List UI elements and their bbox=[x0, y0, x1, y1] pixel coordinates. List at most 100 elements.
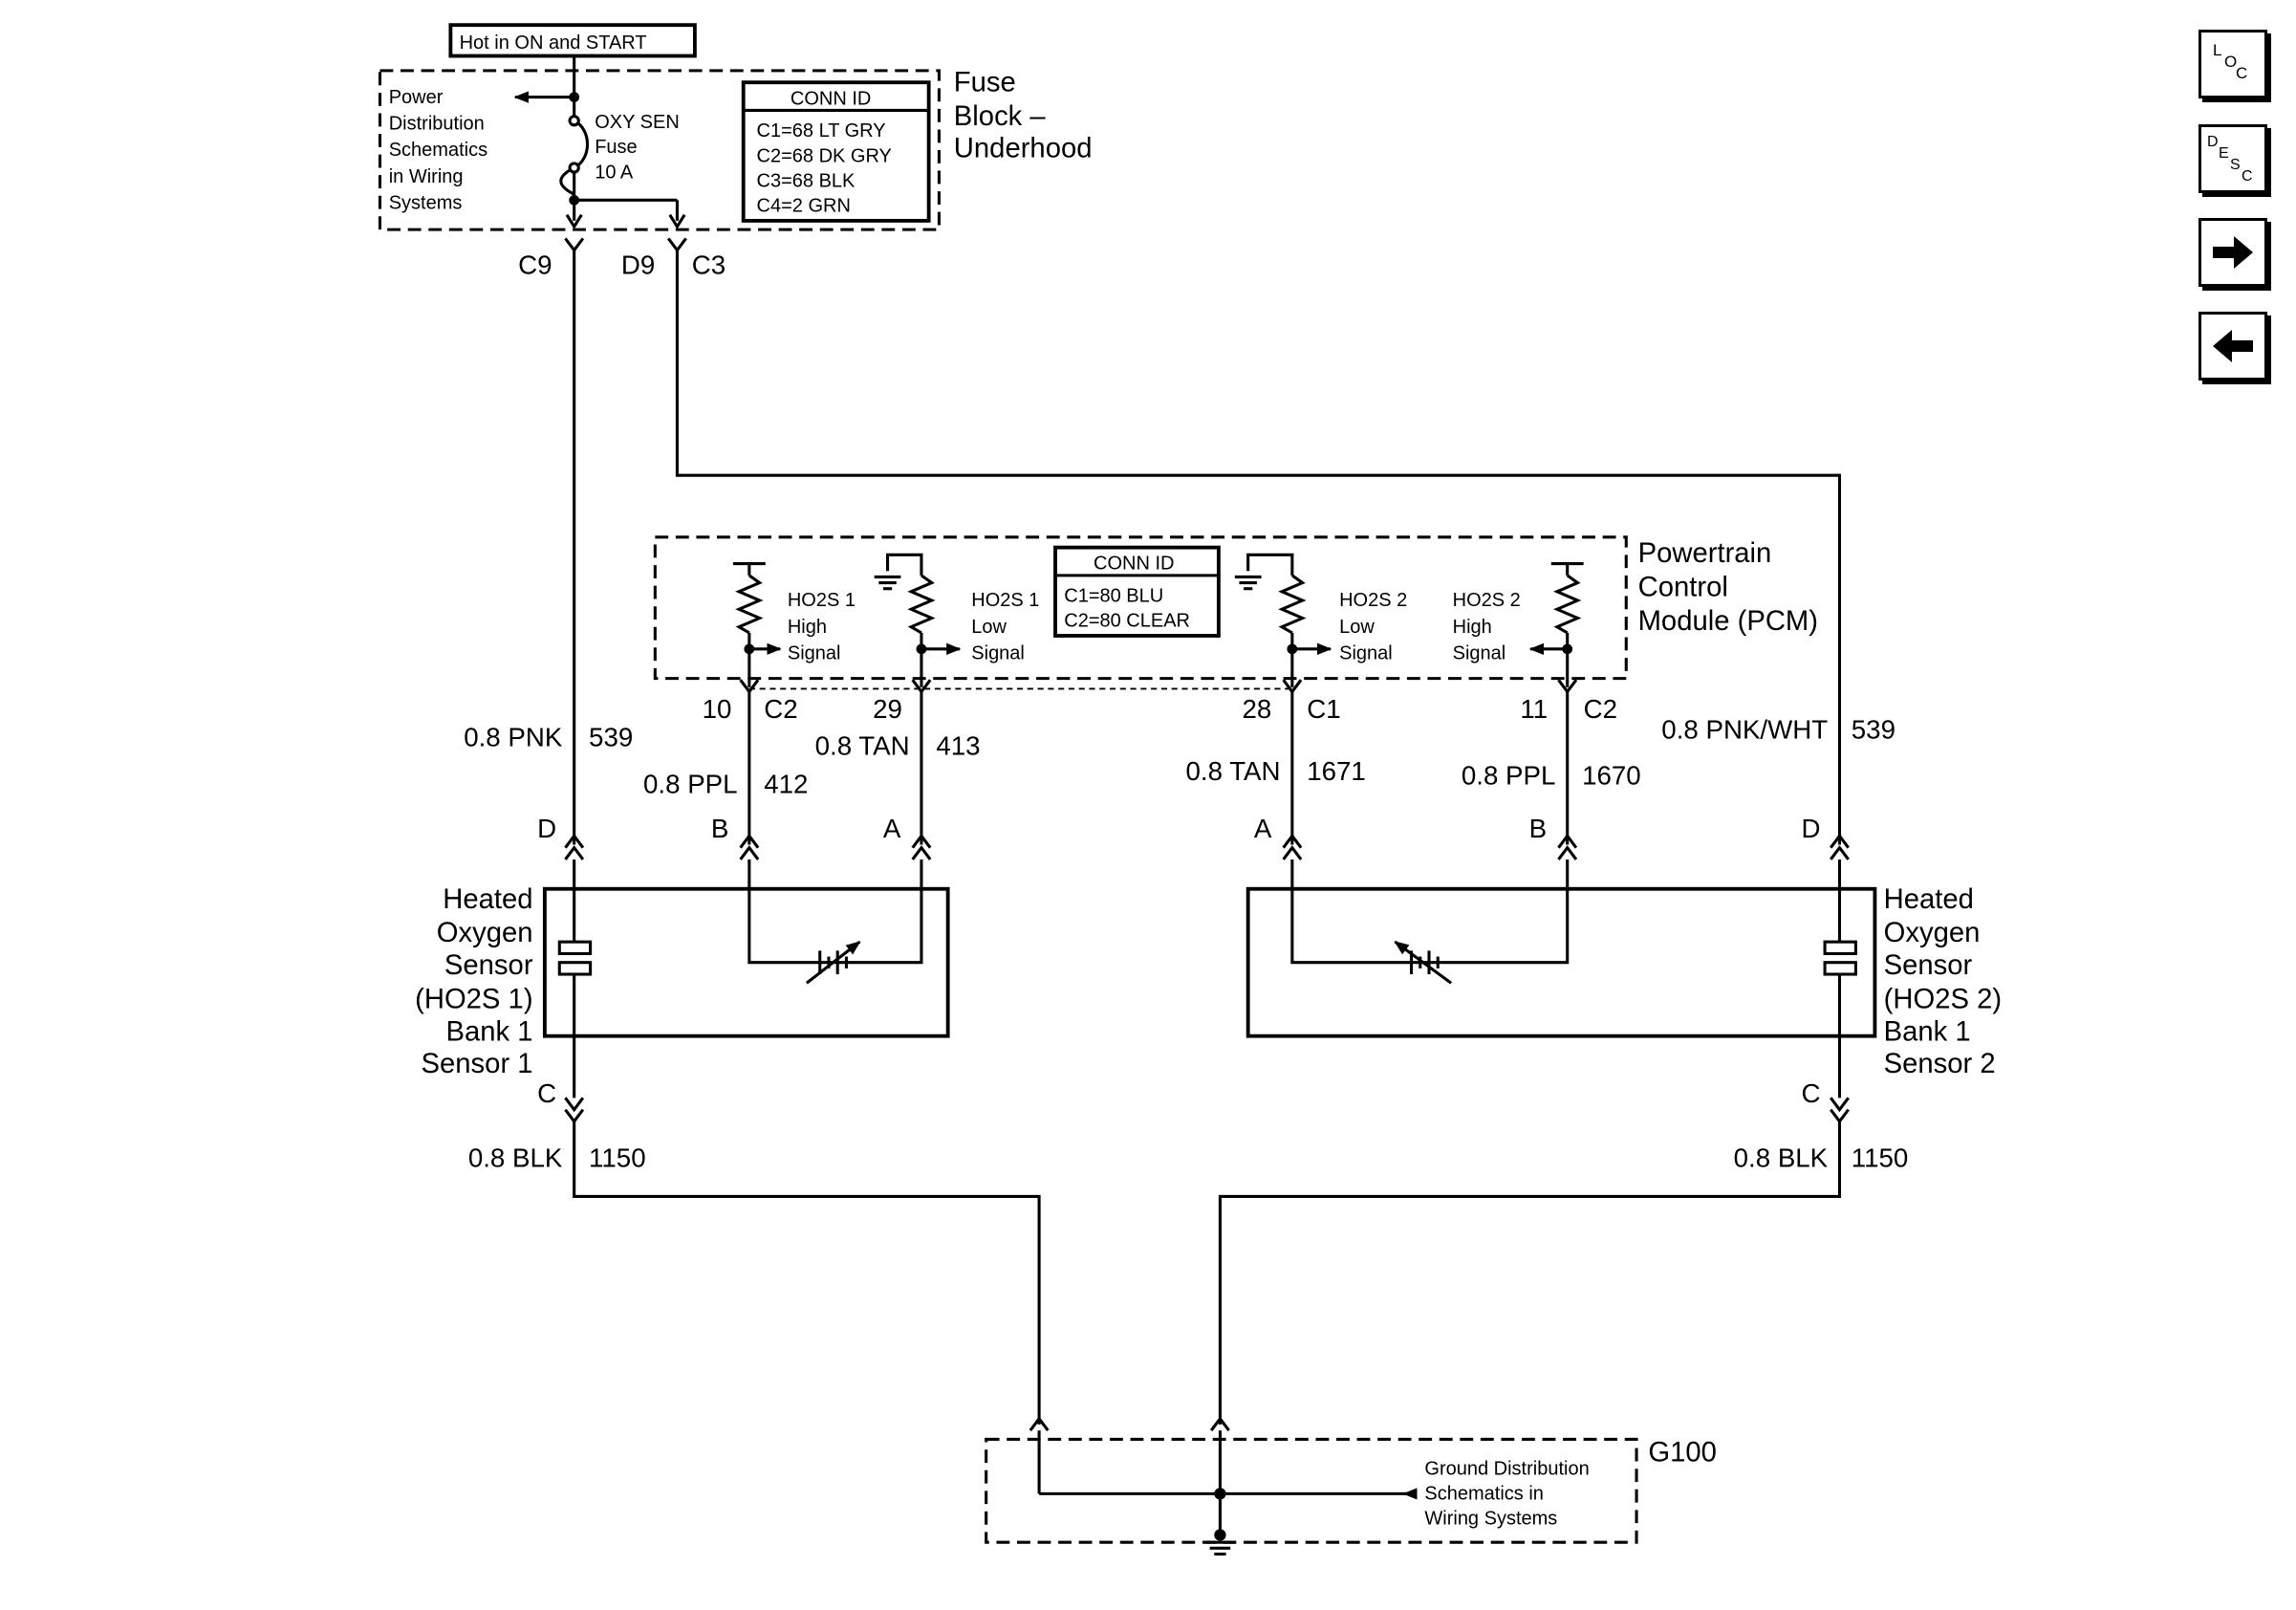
s1-low-label-1: HO2S 1 bbox=[971, 590, 1039, 611]
pcm-pin-10-conn: C2 bbox=[764, 694, 797, 724]
wire-1670-color: 0.8 PPL bbox=[1462, 760, 1556, 790]
loc-letter-3: C bbox=[2236, 64, 2247, 82]
power-ref-text-3: Schematics bbox=[389, 140, 487, 161]
wire-413-color: 0.8 TAN bbox=[815, 731, 910, 761]
power-ref-text-4: in Wiring bbox=[389, 166, 464, 187]
pcm-pin-28-conn: C1 bbox=[1307, 694, 1340, 724]
chassis-ground-icon bbox=[1205, 1540, 1235, 1556]
fuse-conn-row-4: C4=2 GRN bbox=[757, 196, 851, 217]
sensor1-variable-cell bbox=[805, 940, 861, 985]
arrow-left-icon bbox=[2213, 330, 2253, 362]
s1-low-label-3: Signal bbox=[971, 643, 1025, 664]
pcm-conn-row-1: C1=80 BLU bbox=[1064, 586, 1163, 607]
sensor1-body bbox=[542, 886, 950, 1038]
fuse-conn-row-2: C2=68 DK GRY bbox=[757, 145, 892, 166]
s2-low-label-2: Low bbox=[1339, 617, 1375, 638]
desc-letter-4: C bbox=[2242, 168, 2253, 185]
s2-low-label-3: Signal bbox=[1339, 643, 1393, 664]
pcm-pin-29: 29 bbox=[873, 694, 902, 724]
ground-ref-3: Wiring Systems bbox=[1424, 1509, 1557, 1530]
fuse-block-outline bbox=[378, 69, 941, 231]
desc-button[interactable]: D E S C bbox=[2199, 124, 2267, 193]
sensor2-variable-cell bbox=[1394, 940, 1453, 985]
sensor2-pin-b: B bbox=[1529, 814, 1547, 843]
fuse-rating: 10 A bbox=[595, 162, 634, 183]
sensor2-name-4: (HO2S 2) bbox=[1884, 984, 2002, 1014]
sensor1-heater bbox=[557, 940, 593, 956]
pcm-outline bbox=[653, 535, 1628, 681]
sensor1-pin-b: B bbox=[711, 814, 728, 843]
desc-icon: D E S C bbox=[2207, 134, 2253, 185]
sensor2-name-6: Sensor 2 bbox=[1884, 1049, 1996, 1079]
desc-letter-2: E bbox=[2219, 145, 2229, 162]
wire-539-left-circuit: 539 bbox=[589, 722, 633, 751]
wire-413-circuit: 413 bbox=[936, 731, 980, 761]
fuse-block-title-3: Underhood bbox=[954, 134, 1093, 164]
sensor2-name-2: Oxygen bbox=[1884, 918, 1981, 948]
sensor1-pin-a: A bbox=[883, 814, 901, 843]
sensor1-name-1: Heated bbox=[443, 884, 532, 915]
wire-1150-left-circuit: 1150 bbox=[589, 1143, 646, 1173]
sensor2-name-5: Bank 1 bbox=[1884, 1016, 1971, 1047]
wire-1670-circuit: 1670 bbox=[1582, 760, 1641, 790]
fuse-conn-id-box bbox=[741, 80, 931, 223]
sensor1-name-4: (HO2S 1) bbox=[415, 984, 532, 1014]
pcm-pin-11-conn: C2 bbox=[1584, 694, 1617, 724]
wire-539-left-color: 0.8 PNK bbox=[464, 722, 563, 751]
s2-high-label-3: Signal bbox=[1453, 643, 1506, 664]
sensor1-pin-d: D bbox=[537, 814, 556, 843]
ground-ref-1: Ground Distribution bbox=[1424, 1458, 1589, 1479]
loc-icon: L O C bbox=[2213, 41, 2247, 82]
sensor1-pin-c: C bbox=[537, 1078, 556, 1108]
sensor2-pin-a: A bbox=[1254, 814, 1272, 843]
pin-c9: C9 bbox=[518, 250, 552, 279]
prev-button[interactable] bbox=[2199, 312, 2267, 381]
wire-412-color: 0.8 PPL bbox=[643, 770, 738, 799]
sensor1-name-6: Sensor 1 bbox=[422, 1049, 533, 1079]
s2-low-label-1: HO2S 2 bbox=[1339, 590, 1407, 611]
s1-low-label-2: Low bbox=[971, 617, 1007, 638]
pcm-pin-28: 28 bbox=[1243, 694, 1272, 724]
resistor-s2-low bbox=[1278, 574, 1307, 635]
sensor1-name-5: Bank 1 bbox=[446, 1016, 533, 1047]
pcm-pin-10: 10 bbox=[703, 694, 732, 724]
fuse-conn-row-1: C1=68 LT GRY bbox=[757, 120, 886, 141]
wire-1150-right-color: 0.8 BLK bbox=[1734, 1143, 1829, 1173]
pcm-title-3: Module (PCM) bbox=[1638, 606, 1818, 637]
pin-d9: D9 bbox=[621, 250, 655, 279]
loc-letter-1: L bbox=[2213, 41, 2221, 59]
loc-button[interactable]: L O C bbox=[2199, 30, 2267, 98]
sensor1-name-3: Sensor bbox=[444, 950, 533, 981]
fuse-name: OXY SEN bbox=[595, 112, 680, 133]
s1-high-label-1: HO2S 1 bbox=[788, 590, 856, 611]
s2-high-label-1: HO2S 2 bbox=[1453, 590, 1521, 611]
sensor2-name-1: Heated bbox=[1884, 884, 1974, 915]
desc-letter-1: D bbox=[2207, 134, 2219, 150]
sensor2-heater bbox=[1823, 940, 1857, 956]
next-button[interactable] bbox=[2199, 218, 2267, 287]
sensor2-body bbox=[1245, 886, 1877, 1038]
wire-1671-circuit: 1671 bbox=[1307, 756, 1366, 786]
pcm-title-2: Control bbox=[1638, 572, 1728, 602]
fuse-conn-row-3: C3=68 BLK bbox=[757, 170, 856, 191]
sensor2-pin-d: D bbox=[1801, 814, 1820, 843]
ground-outline bbox=[985, 1437, 1638, 1544]
pcm-conn-id-box bbox=[1053, 545, 1221, 638]
sensor2-name-3: Sensor bbox=[1884, 950, 1973, 981]
pcm-title-1: Powertrain bbox=[1638, 538, 1772, 569]
wire-412-circuit: 412 bbox=[764, 770, 808, 799]
resistor-s2-high bbox=[1553, 574, 1582, 635]
s2-high-label-2: High bbox=[1453, 617, 1492, 638]
ground-name: G100 bbox=[1648, 1438, 1717, 1469]
wire-1150-right-circuit: 1150 bbox=[1852, 1143, 1909, 1173]
wire-1150-left-color: 0.8 BLK bbox=[468, 1143, 563, 1173]
power-ref-text-2: Distribution bbox=[389, 113, 485, 134]
sensor1-name-2: Oxygen bbox=[437, 918, 533, 948]
wire-1671-color: 0.8 TAN bbox=[1186, 756, 1281, 786]
resistor-s1-high bbox=[735, 574, 764, 635]
resistor-s1-low bbox=[907, 574, 936, 635]
wire-539-right-color: 0.8 PNK/WHT bbox=[1661, 715, 1828, 745]
pcm-conn-id-title: CONN ID bbox=[1094, 554, 1174, 575]
sensor2-pin-c: C bbox=[1801, 1078, 1820, 1108]
